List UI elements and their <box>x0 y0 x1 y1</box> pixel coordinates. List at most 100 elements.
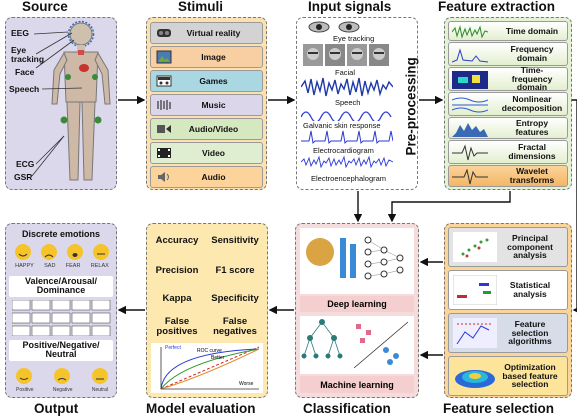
selection-algorithm-icon <box>453 318 497 348</box>
pnn-label-neutral: Neutral <box>91 387 108 393</box>
machine-learning-label-box: Machine learning <box>300 376 414 393</box>
vad-manikin-grid <box>12 300 111 336</box>
deep-learning-label: Deep learning <box>327 299 387 309</box>
stimulus-audio-video: Audio/Video <box>150 118 263 140</box>
emotion-label-fear: FEAR <box>65 263 81 269</box>
roc-perfect-label: Perfect <box>165 345 181 351</box>
signal-label-eye-tracking: Eye tracking <box>333 34 375 43</box>
stimuli-panel: Virtual reality Image Games Music Audio/… <box>146 17 267 190</box>
feature-extraction-panel: Time domain Frequency domain Time-freque… <box>444 17 572 190</box>
source-label-gsr: GSR <box>14 172 33 182</box>
stimulus-video: Video <box>150 142 263 164</box>
output-title: Output <box>34 401 79 416</box>
model-evaluation-panel: Accuracy Sensitivity Precision F1 score … <box>146 223 268 398</box>
ecg-waveform <box>301 130 393 145</box>
eeg-waveform <box>301 155 393 169</box>
source-label-face: Face <box>15 67 35 77</box>
input-signals-title: Input signals <box>308 0 392 14</box>
source-panel: EEG Eye tracking Face Speech ECG GSR <box>5 17 117 190</box>
discrete-emotions-header: Discrete emotions <box>21 229 101 239</box>
source-label-speech: Speech <box>9 84 40 94</box>
signal-label-speech: Speech <box>335 98 361 107</box>
roc-curve-chart: ROC curve Perfect Better Worse <box>151 343 263 393</box>
feature-wavelet-transforms: Wavelet transforms <box>448 165 568 187</box>
metric-precision: Precision <box>155 265 199 277</box>
deep-learning-label-box: Deep learning <box>300 296 414 312</box>
feature-nonlinear-decomposition: Nonlinear decomposition <box>448 92 568 116</box>
relax-emoji-icon <box>93 244 109 260</box>
eye-tracking-image <box>303 20 367 34</box>
feature-fractal-dimensions: Fractal dimensions <box>448 140 568 164</box>
image-icon <box>156 50 172 64</box>
source-label-eeg: EEG <box>11 28 29 38</box>
fear-emoji-icon <box>67 244 83 260</box>
feature-extraction-title: Feature extraction <box>438 0 556 14</box>
stimuli-title: Stimuli <box>178 0 224 14</box>
feature-selection-statistical: Statistical analysis <box>448 270 568 310</box>
signal-label-ecg: Electrocardiogram <box>313 146 374 155</box>
metric-f1-score: F1 score <box>215 265 255 277</box>
output-panel: Discrete emotions HAPPY SAD FEAR RELAX V… <box>5 223 117 398</box>
source-callout-lines <box>31 31 83 177</box>
statistical-plot-icon <box>453 275 497 305</box>
feature-time-domain: Time domain <box>448 21 568 41</box>
model-evaluation-title: Model evaluation <box>146 401 256 416</box>
entropy-icon <box>452 123 488 137</box>
human-body-figure <box>50 20 112 188</box>
sad-emoji-icon <box>41 244 57 260</box>
stimulus-games: Games <box>150 70 263 92</box>
pnn-label-positive: Positive <box>16 387 34 393</box>
arrow-feature-extraction-to-classification <box>387 191 511 223</box>
metric-accuracy: Accuracy <box>155 235 199 247</box>
frequency-plot-icon <box>452 48 488 63</box>
emotion-label-happy: HAPPY <box>15 263 34 269</box>
gsr-waveform <box>301 111 392 121</box>
signal-label-facial: Facial <box>335 68 356 77</box>
feature-selection-panel: Principal component analysis Statistical… <box>444 223 572 398</box>
deep-learning-graphic <box>300 228 414 294</box>
feature-frequency-domain: Frequency domain <box>448 42 568 66</box>
speaker-icon <box>158 172 169 182</box>
classification-title: Classification <box>303 401 391 416</box>
emotion-label-relax: RELAX <box>90 263 109 269</box>
pnn-labels-row: Positive Negative Neutral <box>10 387 114 395</box>
roc-better-label: Better <box>211 355 225 361</box>
gamepad-icon <box>156 75 172 87</box>
emotion-labels-row: HAPPY SAD FEAR RELAX <box>10 263 114 271</box>
stimulus-virtual-reality: Virtual reality <box>150 22 263 44</box>
metric-kappa: Kappa <box>162 293 192 305</box>
audio-video-icon <box>157 125 171 133</box>
source-label-ecg: ECG <box>16 159 35 169</box>
feature-selection-algorithms: Feature selection algorithms <box>448 313 568 353</box>
source-label-eye-tracking: Eye tracking <box>11 45 45 65</box>
positive-emoji-icon <box>16 368 32 384</box>
metric-specificity: Specificity <box>211 293 259 305</box>
vr-headset-icon <box>157 29 171 37</box>
pnn-label-negative: Negative <box>52 387 73 393</box>
feature-entropy: Entropy features <box>448 117 568 139</box>
preprocessing-label: Pre-processing <box>403 57 419 156</box>
time-plot-icon <box>452 25 488 39</box>
feature-selection-title: Feature selection <box>443 401 555 416</box>
feature-selection-pca: Principal component analysis <box>448 227 568 267</box>
roc-title: ROC curve <box>197 348 222 354</box>
valence-arousal-dominance-header: Valence/Arousal/ Dominance <box>9 276 113 297</box>
arrow-feature-extraction-to-selection <box>572 99 577 315</box>
optimization-surface-icon <box>455 370 495 388</box>
wavelet-icon <box>452 169 488 185</box>
speech-waveform <box>301 77 393 97</box>
roc-worse-label: Worse <box>239 381 254 387</box>
source-title: Source <box>22 0 68 14</box>
metric-false-positives: False positives <box>156 316 198 337</box>
input-signals-panel: Eye tracking Facial Speech Galvanic skin… <box>296 17 419 190</box>
signal-label-eeg: Electroencephalogram <box>311 174 387 183</box>
fractal-icon <box>452 144 488 161</box>
classification-panel: Deep learning Machine learning <box>295 223 419 398</box>
feature-selection-optimization: Optimization based feature selection <box>448 356 568 396</box>
emoji-row <box>10 242 114 268</box>
music-icon <box>157 100 171 110</box>
metric-sensitivity: Sensitivity <box>211 235 259 247</box>
metric-false-negatives: False negatives <box>213 316 257 337</box>
negative-emoji-icon <box>54 368 70 384</box>
positive-negative-neutral-header: Positive/Negative/ Neutral <box>9 340 113 361</box>
